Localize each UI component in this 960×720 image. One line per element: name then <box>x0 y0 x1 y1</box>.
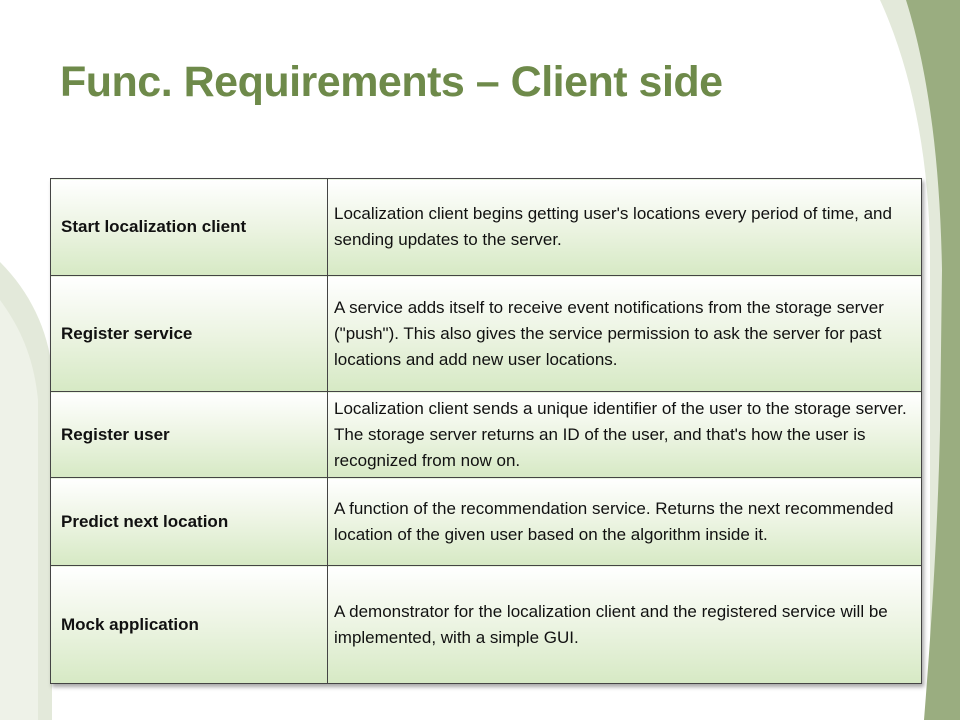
page-title: Func. Requirements – Client side <box>60 58 723 106</box>
right-swoosh-dark <box>906 0 960 720</box>
requirement-name: Predict next location <box>50 477 328 566</box>
table-row: Mock application A demonstrator for the … <box>50 565 922 684</box>
table-row: Register user Localization client sends … <box>50 391 922 478</box>
requirement-description: A demonstrator for the localization clie… <box>327 565 922 684</box>
requirement-name: Register user <box>50 391 328 478</box>
table-row: Start localization client Localization c… <box>50 178 922 276</box>
table-row: Register service A service adds itself t… <box>50 275 922 392</box>
requirement-description: A service adds itself to receive event n… <box>327 275 922 392</box>
requirement-description: Localization client sends a unique ident… <box>327 391 922 478</box>
requirement-name: Start localization client <box>50 178 328 276</box>
requirement-description: Localization client begins getting user'… <box>327 178 922 276</box>
requirement-name: Register service <box>50 275 328 392</box>
requirement-name: Mock application <box>50 565 328 684</box>
table-row: Predict next location A function of the … <box>50 477 922 566</box>
requirements-table: Start localization client Localization c… <box>50 178 922 684</box>
requirement-description: A function of the recommendation service… <box>327 477 922 566</box>
left-arc-faint <box>0 300 38 720</box>
